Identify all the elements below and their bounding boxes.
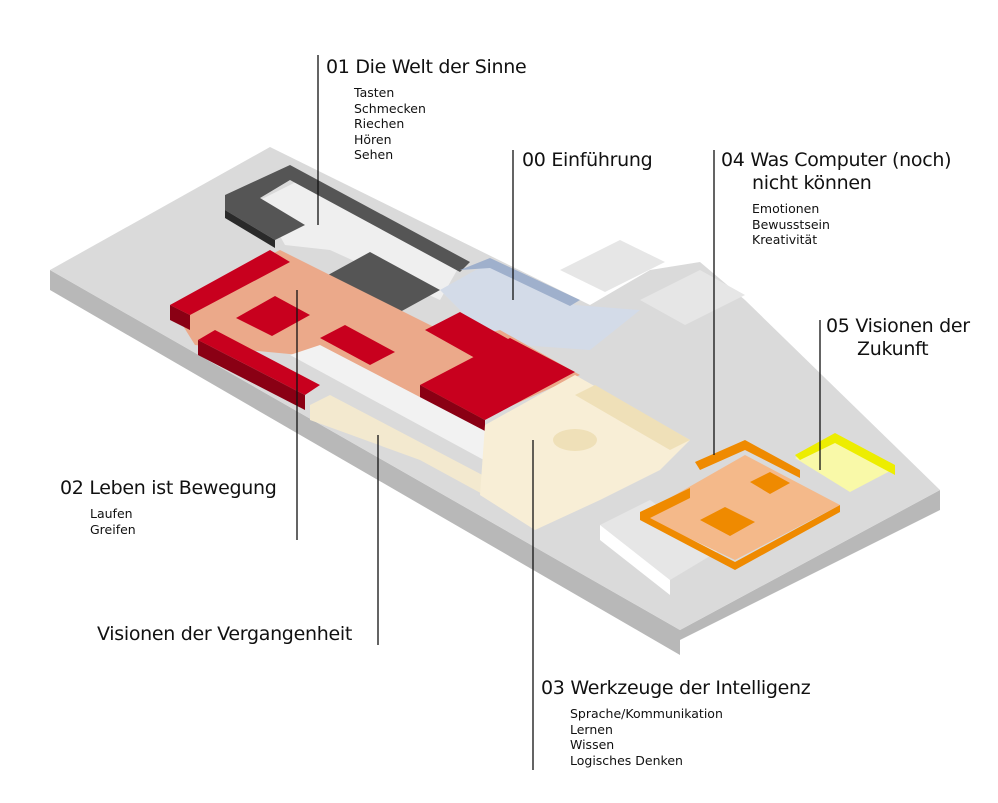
item: Riechen — [354, 116, 405, 131]
bewegung-block — [425, 312, 510, 358]
label-intelligenz: 03 Werkzeuge der Intelligenz Sprache/Kom… — [541, 677, 811, 768]
bewegung-block-side — [198, 340, 305, 410]
item: Hören — [354, 131, 392, 147]
label-sinne-title: 01 Die Welt der Sinne — [326, 56, 527, 78]
gray-block — [640, 270, 745, 325]
computer-wall — [695, 440, 800, 478]
sinne-block — [328, 252, 440, 312]
vergangenheit-wall — [310, 395, 530, 520]
item: Kreativität — [752, 232, 818, 247]
intelligenz-podium — [553, 429, 597, 451]
label-intelligenz-title: 03 Werkzeuge der Intelligenz — [541, 677, 811, 699]
label-bewegung-items: Laufen Greifen — [90, 506, 277, 537]
sinne-wall — [225, 165, 470, 272]
label-bewegung-title: 02 Leben ist Bewegung — [60, 477, 277, 499]
sinne-floor — [260, 180, 460, 300]
label-zukunft-title: 05 Visionen der — [826, 315, 970, 337]
label-einfuehrung: 00 Einführung — [522, 149, 653, 171]
item: Emotionen — [752, 201, 820, 216]
item: Greifen — [90, 521, 136, 537]
label-computer-title: 04 Was Computer (noch) — [721, 149, 952, 171]
intelligenz-wall — [575, 385, 690, 450]
gray-block — [560, 240, 665, 292]
label-sinne-items: Tasten Schmecken Riechen Hören Sehen — [354, 85, 526, 163]
label-zukunft: 05 Visionen der Zukunft — [826, 315, 970, 361]
item: Lernen — [570, 721, 613, 737]
item: Sprache/Kommunikation — [570, 706, 723, 721]
label-vergangenheit: Visionen der Vergangenheit — [97, 623, 352, 645]
bewegung-block — [420, 338, 575, 420]
label-zukunft-title-2: Zukunft — [857, 338, 929, 360]
label-computer: 04 Was Computer (noch) nicht können Emot… — [721, 149, 952, 248]
label-computer-title-2: nicht können — [752, 172, 872, 194]
label-bewegung: 02 Leben ist Bewegung Laufen Greifen — [60, 477, 277, 537]
computer-block — [700, 507, 755, 536]
gray-block-side — [600, 525, 670, 595]
label-intelligenz-items: Sprache/Kommunikation Lernen Wissen Logi… — [570, 706, 810, 768]
item: Tasten — [354, 85, 395, 100]
leader-lines — [296, 55, 821, 770]
bewegung-block — [198, 330, 320, 395]
computer-block — [750, 472, 790, 494]
einfuehrung-floor — [440, 262, 640, 350]
bewegung-block-side — [170, 305, 190, 330]
item: Schmecken — [354, 100, 426, 116]
einfuehrung-wall — [460, 258, 580, 306]
computer-floor — [640, 455, 840, 560]
computer-wall — [640, 488, 840, 570]
sinne-wall-side — [225, 210, 275, 248]
item: Bewusstsein — [752, 216, 830, 232]
bewegung-block — [320, 325, 395, 365]
bewegung-block — [236, 296, 310, 336]
gray-block — [600, 500, 720, 580]
zukunft-floor — [795, 438, 892, 492]
item: Logisches Denken — [570, 752, 683, 768]
label-computer-items: Emotionen Bewusstsein Kreativität — [752, 201, 951, 248]
label-sinne: 01 Die Welt der Sinne Tasten Schmecken R… — [326, 56, 527, 163]
item: Wissen — [570, 737, 615, 752]
item: Sehen — [354, 147, 394, 162]
item: Laufen — [90, 506, 133, 521]
bewegung-block — [170, 250, 290, 315]
